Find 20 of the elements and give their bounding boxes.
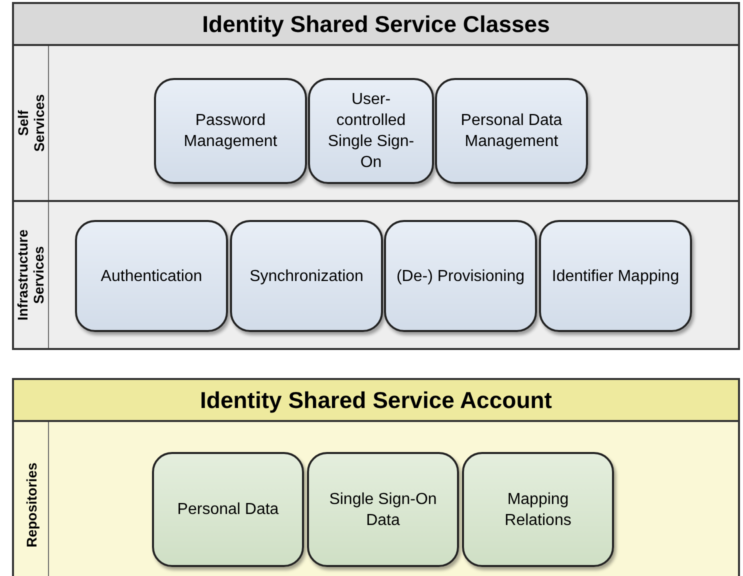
service-card: User-controlled Single Sign-On <box>308 78 434 184</box>
service-card: Synchronization <box>230 220 383 332</box>
service-card: Personal Data <box>152 452 304 567</box>
panel-title: Identity Shared Service Account <box>14 380 738 422</box>
band-label: Infrastructure Services <box>15 229 47 321</box>
band-label: Repositories <box>23 462 39 548</box>
service-band <box>14 200 738 348</box>
service-card: Personal Data Management <box>435 78 588 184</box>
service-card: Mapping Relations <box>462 452 614 567</box>
service-card: Authentication <box>75 220 228 332</box>
panel-title: Identity Shared Service Classes <box>14 4 738 46</box>
service-card: Single Sign-On Data <box>307 452 459 567</box>
panel <box>12 2 740 350</box>
service-band <box>14 420 738 576</box>
service-card: Password Management <box>154 78 307 184</box>
band-label: Self Services <box>15 94 47 152</box>
panel <box>12 378 740 576</box>
service-card: (De-) Provisioning <box>384 220 537 332</box>
service-card: Identifier Mapping <box>539 220 692 332</box>
service-band <box>14 44 738 200</box>
